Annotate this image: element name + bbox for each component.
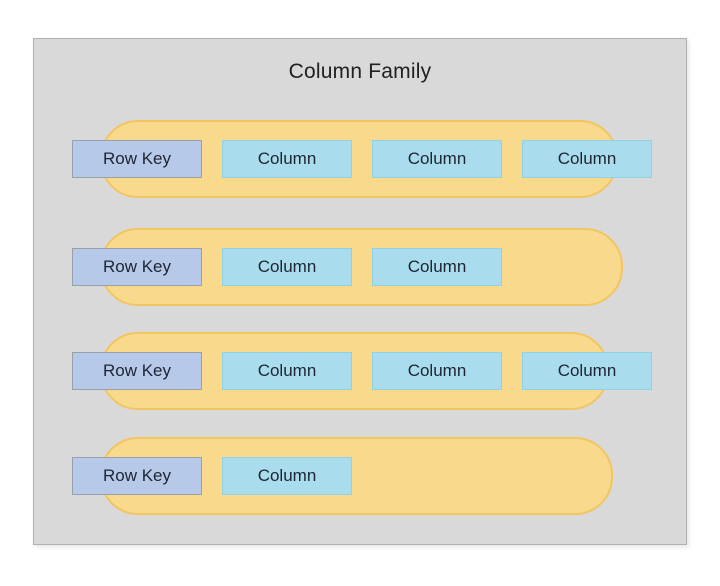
diagram-row: Row Key Column Column Column bbox=[0, 332, 720, 412]
diagram-title: Column Family bbox=[288, 60, 432, 83]
column-box: Column bbox=[372, 248, 502, 286]
row-key-box: Row Key bbox=[72, 248, 202, 286]
column-box: Column bbox=[222, 248, 352, 286]
column-box: Column bbox=[222, 140, 352, 178]
row-key-box: Row Key bbox=[72, 457, 202, 495]
column-box: Column bbox=[522, 352, 652, 390]
column-box: Column bbox=[222, 457, 352, 495]
column-box: Column bbox=[372, 352, 502, 390]
column-box: Column bbox=[222, 352, 352, 390]
diagram-row: Row Key Column Column Column bbox=[0, 120, 720, 200]
diagram-row: Row Key Column Column bbox=[0, 228, 720, 308]
column-box: Column bbox=[522, 140, 652, 178]
row-key-box: Row Key bbox=[72, 140, 202, 178]
column-box: Column bbox=[372, 140, 502, 178]
row-key-box: Row Key bbox=[72, 352, 202, 390]
diagram-row: Row Key Column bbox=[0, 437, 720, 517]
